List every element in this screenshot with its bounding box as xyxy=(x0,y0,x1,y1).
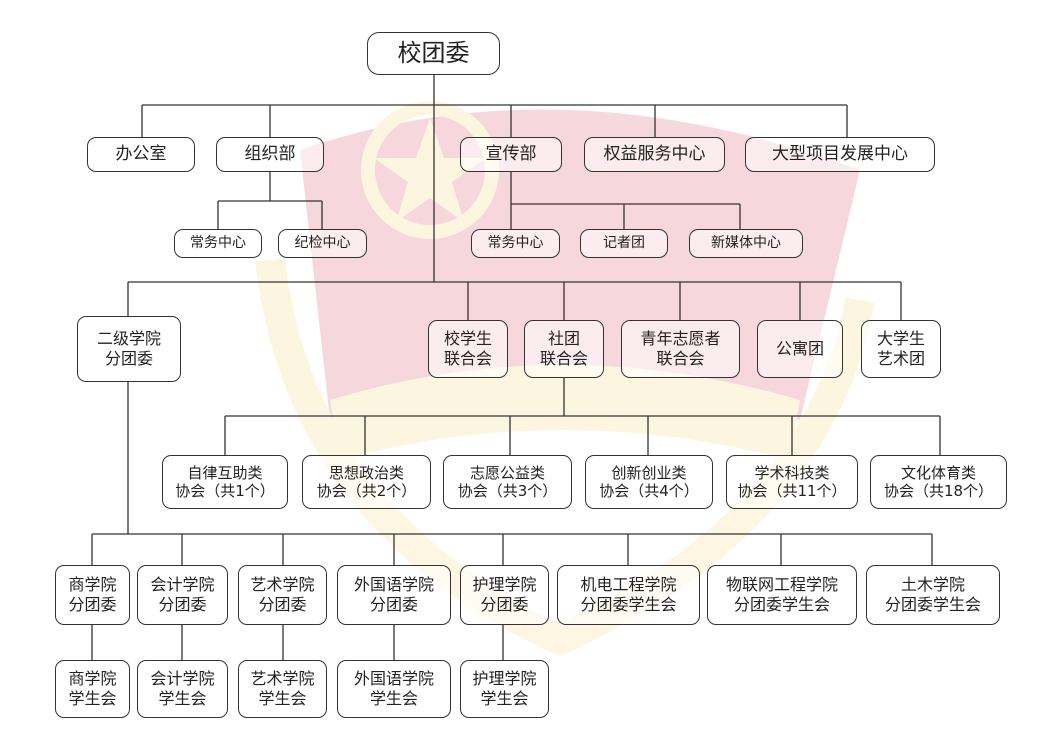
node-label-line: 分团委 xyxy=(369,595,418,614)
node-new-media-center: 新媒体中心 xyxy=(689,229,803,258)
node-dorm-league: 公寓团 xyxy=(757,320,843,378)
node-association: 学术科技类协会（共11个） xyxy=(726,455,858,509)
node-label: 校团委 xyxy=(397,38,470,67)
node-discipline-center: 纪检中心 xyxy=(278,229,367,258)
node-label-line: 协会（共1个） xyxy=(175,482,275,500)
node-label-line: 艺术学院 xyxy=(250,575,315,595)
node-label-line: 护理学院 xyxy=(472,669,537,689)
node-label-line: 会计学院 xyxy=(150,669,215,689)
node-label-line: 分团委 xyxy=(104,349,153,368)
node-label-line: 协会（共4个） xyxy=(599,482,699,500)
node-label-line: 联合会 xyxy=(539,349,588,368)
node-label-line: 志愿公益类 xyxy=(469,463,545,482)
node-label-line: 分团委 xyxy=(68,595,117,614)
node-label-line: 协会（共2个） xyxy=(316,482,417,500)
node-label-line: 分团委 xyxy=(480,595,529,614)
node-label-line: 协会（共18个） xyxy=(883,482,994,500)
node-college-committee: 艺术学院分团委 xyxy=(238,565,327,625)
node-association: 志愿公益类协会（共3个） xyxy=(443,455,572,509)
node-label: 记者团 xyxy=(603,234,645,251)
node-label-line: 创新创业类 xyxy=(611,463,687,482)
node-school-committee: 校团委 xyxy=(367,32,500,75)
node-office: 办公室 xyxy=(87,137,195,172)
node-label-line: 文化体育类 xyxy=(900,463,976,482)
node-label-line: 校学生 xyxy=(443,329,492,349)
node-label: 组织部 xyxy=(244,144,296,165)
node-label-line: 二级学院 xyxy=(96,329,161,349)
node-association: 创新创业类协会（共4个） xyxy=(585,455,713,509)
node-label: 权益服务中心 xyxy=(603,144,706,165)
node-art-troupe: 大学生艺术团 xyxy=(861,320,941,378)
node-label-line: 艺术学院 xyxy=(250,669,315,689)
node-college-committees: 二级学院分团委 xyxy=(77,316,181,382)
node-publicity-dept: 宣传部 xyxy=(460,137,562,172)
node-label-line: 协会（共3个） xyxy=(457,482,558,500)
node-label-line: 艺术团 xyxy=(876,349,925,368)
node-label-line: 学生会 xyxy=(158,689,207,708)
node-association: 思想政治类协会（共2个） xyxy=(302,455,431,509)
node-label-line: 分团委学生会 xyxy=(884,595,981,614)
node-college-committee: 物联网工程学院分团委学生会 xyxy=(707,565,857,625)
node-label: 宣传部 xyxy=(485,144,537,165)
node-label-line: 学生会 xyxy=(258,689,307,708)
node-label-line: 物联网工程学院 xyxy=(725,575,838,595)
node-label-line: 协会（共11个） xyxy=(737,482,847,500)
node-association: 文化体育类协会（共18个） xyxy=(870,455,1007,509)
node-label-line: 青年志愿者 xyxy=(640,329,721,349)
node-label-line: 护理学院 xyxy=(472,575,537,595)
node-label-line: 分团委 xyxy=(258,595,307,614)
node-label-line: 商学院 xyxy=(68,575,117,595)
node-reporters: 记者团 xyxy=(580,229,668,258)
node-college-union: 会计学院学生会 xyxy=(137,660,228,718)
node-label: 纪检中心 xyxy=(294,234,351,251)
node-label-line: 联合会 xyxy=(656,349,705,368)
node-label: 常务中心 xyxy=(487,234,544,251)
node-college-committee: 机电工程学院分团委学生会 xyxy=(557,565,700,625)
node-college-committee: 护理学院分团委 xyxy=(460,565,549,625)
node-label-line: 外国语学院 xyxy=(353,575,434,595)
node-label-line: 商学院 xyxy=(68,669,117,689)
node-label-line: 会计学院 xyxy=(150,575,215,595)
node-label: 公寓团 xyxy=(775,339,824,359)
node-label-line: 外国语学院 xyxy=(353,669,434,689)
node-label: 办公室 xyxy=(115,144,167,165)
node-org-general-center: 常务中心 xyxy=(174,229,262,258)
node-label: 常务中心 xyxy=(190,234,246,251)
node-label-line: 土木学院 xyxy=(900,575,965,595)
node-label-line: 学生会 xyxy=(369,689,418,708)
node-college-union: 艺术学院学生会 xyxy=(238,660,327,718)
node-label-line: 机电工程学院 xyxy=(580,575,677,595)
node-label-line: 社团 xyxy=(547,329,580,349)
node-college-union: 外国语学院学生会 xyxy=(337,660,451,718)
node-label-line: 大学生 xyxy=(876,329,925,349)
node-label-line: 学术科技类 xyxy=(754,463,830,482)
node-college-committee: 外国语学院分团委 xyxy=(337,565,451,625)
node-label-line: 思想政治类 xyxy=(328,463,404,482)
node-label-line: 学生会 xyxy=(480,689,529,708)
node-pub-general-center: 常务中心 xyxy=(471,229,560,258)
node-volunteer-union: 青年志愿者联合会 xyxy=(621,320,740,378)
node-label-line: 分团委 xyxy=(158,595,207,614)
node-college-committee: 商学院分团委 xyxy=(55,565,130,625)
node-college-committee: 土木学院分团委学生会 xyxy=(866,565,1000,625)
node-college-union: 护理学院学生会 xyxy=(460,660,549,718)
node-college-union: 商学院学生会 xyxy=(55,660,130,718)
node-projects-center: 大型项目发展中心 xyxy=(745,137,935,172)
node-college-committee: 会计学院分团委 xyxy=(137,565,228,625)
node-association: 自律互助类协会（共1个） xyxy=(162,455,288,509)
node-organization-dept: 组织部 xyxy=(216,137,324,172)
node-label-line: 分团委学生会 xyxy=(580,595,677,614)
node-label-line: 分团委学生会 xyxy=(733,595,830,614)
node-club-union: 社团联合会 xyxy=(524,320,604,378)
node-label-line: 自律互助类 xyxy=(187,463,263,482)
node-label-line: 联合会 xyxy=(443,349,492,368)
node-label: 新媒体中心 xyxy=(711,234,781,251)
node-label-line: 学生会 xyxy=(68,689,117,708)
node-label: 大型项目发展中心 xyxy=(772,144,908,165)
node-rights-center: 权益服务中心 xyxy=(584,137,725,172)
node-student-union: 校学生联合会 xyxy=(428,320,508,378)
